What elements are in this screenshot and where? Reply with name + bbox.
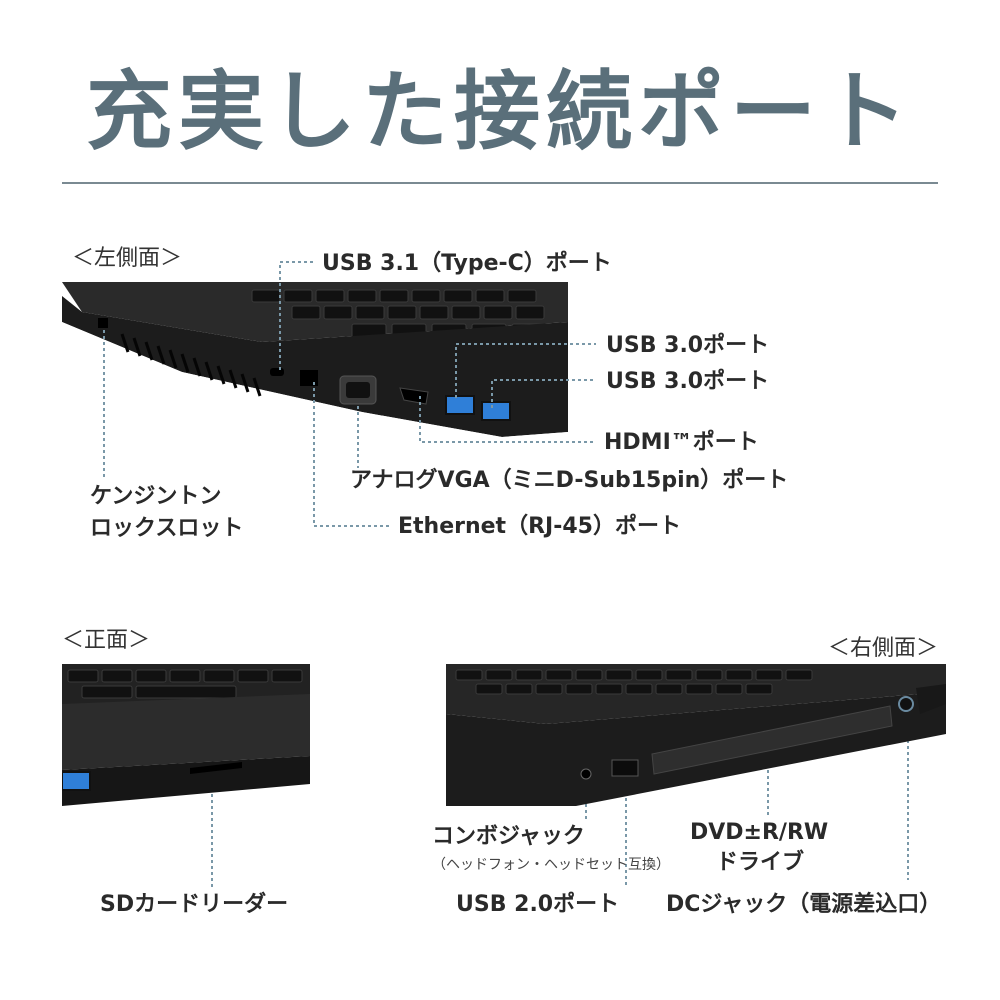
label-usb20: USB 2.0ポート <box>456 892 620 917</box>
section-left-side: ＜左側面＞ <box>72 246 183 271</box>
title-divider <box>62 182 938 184</box>
label-hdmi: HDMI™ポート <box>604 430 759 455</box>
label-usb30-b: USB 3.0ポート <box>606 369 770 394</box>
label-combo-note: （ヘッドフォン・ヘッドセット互換） <box>432 857 670 873</box>
label-kensington-2: ロックスロット <box>90 516 244 541</box>
front-photo <box>62 664 310 806</box>
right-side-photo <box>446 664 946 806</box>
label-kensington-1: ケンジントン <box>90 484 222 509</box>
label-ethernet: Ethernet（RJ-45）ポート <box>398 514 681 539</box>
label-usb31-typec: USB 3.1（Type-C）ポート <box>322 251 612 276</box>
label-dc-jack: DCジャック（電源差込口） <box>666 892 942 917</box>
section-right-side: ＜右側面＞ <box>828 636 939 661</box>
section-front: ＜正面＞ <box>62 628 151 653</box>
label-dvd-1: DVD±R/RW <box>690 820 829 845</box>
label-usb30-a: USB 3.0ポート <box>606 333 770 358</box>
label-sd-reader: SDカードリーダー <box>100 892 289 917</box>
label-dvd-2: ドライブ <box>716 850 805 875</box>
left-side-photo <box>62 282 568 442</box>
label-combo-jack: コンボジャック <box>432 824 585 849</box>
page-title: 充実した接続ポート <box>86 62 914 162</box>
label-vga: アナログVGA（ミニD-Sub15pin）ポート <box>350 468 789 493</box>
